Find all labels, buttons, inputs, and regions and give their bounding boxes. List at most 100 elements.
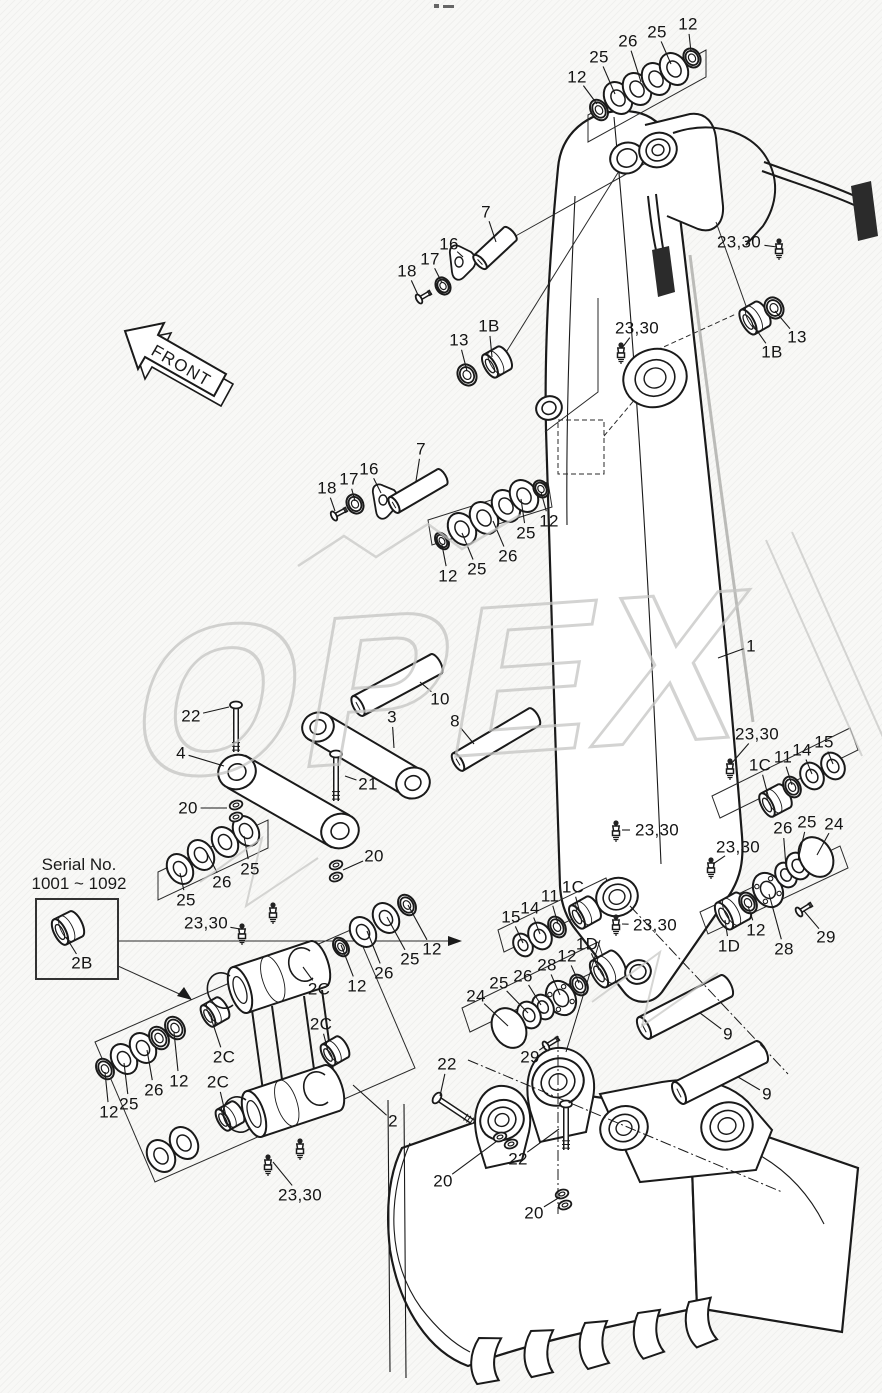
pin-boss [599,1105,649,1151]
leader-line [351,488,356,502]
link-tube [240,1064,346,1138]
leader-line [483,1003,509,1027]
leader-line [752,324,767,344]
bolt [229,700,243,752]
leader-line [488,221,497,243]
grease-fitting [611,820,621,842]
leader-line [206,852,218,874]
washer [512,932,534,958]
leader-line [712,855,726,865]
bolt [794,901,814,918]
nut [328,871,344,883]
seal-ring [434,276,452,296]
leader-line [210,1017,222,1048]
leader-line [65,936,77,955]
leader-line [533,917,541,935]
leader-line [552,905,559,925]
leader-line [188,754,225,767]
serial-note: Serial No. 1001 ~ 1092 [18,855,140,893]
watermark: OPEX [115,513,882,1029]
pin-boss [535,395,563,421]
bushing [319,1035,351,1067]
washer [145,1139,177,1173]
seal-ring [532,479,550,499]
leader-line [768,893,782,940]
leader-line [816,832,830,856]
nut [328,859,344,871]
seal-ring [345,493,365,515]
leader-line [329,497,336,512]
leader-line [407,904,428,941]
leader-line [528,984,542,1006]
washer [797,836,835,878]
serial-range: 1001 ~ 1092 [31,874,127,894]
leader-line [441,544,447,567]
front-arrow: FRONT [123,321,235,408]
watermark-text: OPEX [116,542,770,826]
pin [450,707,542,772]
leader-line [415,458,421,482]
leader-line [688,33,692,53]
leader-line [179,872,185,891]
leader-line [520,498,526,524]
bushing [199,996,231,1028]
leader-line [342,860,364,871]
leader-line [243,835,249,860]
seal-ring [782,775,802,799]
overlays [206,905,789,1214]
bushing [50,910,86,946]
leader-line [230,926,241,930]
grease-fitting [616,342,626,364]
grease-fitting [611,914,621,936]
serial-box-frame [35,898,119,980]
washer [186,839,216,871]
leader-line [302,966,314,981]
seal-ring [589,98,609,122]
leader-line [785,766,793,786]
nut [554,1188,570,1200]
leader-line [202,706,230,714]
leader-line [805,759,813,775]
grease-hose-left [647,193,664,251]
leader-line [699,1012,722,1030]
washer [799,761,825,791]
leader-line [543,1196,561,1208]
grease-fitting [774,238,784,260]
leader-line [352,1084,387,1116]
washer [168,1126,200,1160]
leader-line [514,926,524,944]
nut [557,1199,573,1211]
leader-line [582,85,598,105]
leader-line [724,919,729,937]
leader-line [489,335,493,358]
leader-line [146,1049,153,1081]
print-specks [434,4,454,8]
bucket [386,1046,860,1388]
bushing [758,783,793,818]
leader-line [764,244,778,248]
grease-fitting [295,1138,305,1160]
seal-ring [682,47,702,69]
serial-title: Serial No. [41,855,117,874]
leader-line [783,837,787,868]
bolt [329,749,343,801]
leader-line [630,50,642,83]
leader-line [575,896,581,914]
seal-ring [569,973,589,997]
leader-line [737,1076,761,1091]
leader-line [219,1091,227,1117]
pin-boss [301,711,335,743]
leader-line [492,520,505,547]
leader-line [460,727,475,745]
seal-ring [332,936,350,958]
leader-line [410,280,419,296]
pin [387,467,449,515]
seal-ring [547,915,567,939]
grease-fitting [706,857,716,879]
bushing [480,345,514,379]
pin-boss [217,753,257,791]
seal-ring [456,363,478,387]
washer [820,751,846,781]
leader-line [538,1045,546,1051]
